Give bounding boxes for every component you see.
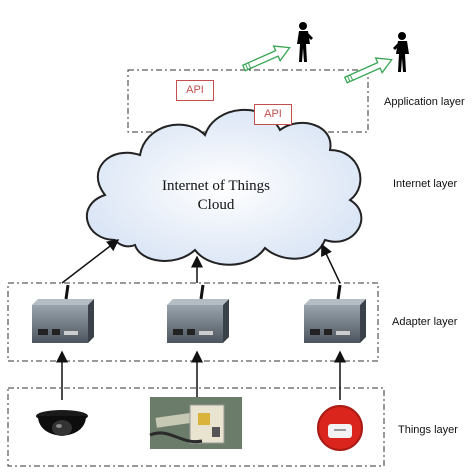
green-arrow-2	[343, 57, 393, 84]
api-box-1: API	[176, 80, 214, 101]
cloud-title-line-2: Cloud	[197, 197, 235, 213]
green-arrow-1	[241, 45, 291, 72]
iot-cloud	[85, 108, 363, 266]
api-box-2: API	[254, 104, 292, 125]
cloud-title: Internet of Things Cloud	[116, 177, 316, 215]
things-layer-box	[7, 387, 385, 467]
person-icon	[297, 22, 313, 62]
arrow-adapter-left-to-cloud	[61, 239, 120, 284]
gateway-device-icon	[167, 284, 229, 343]
arrow-adapter-right-to-cloud	[321, 243, 341, 284]
person-icon	[393, 32, 409, 72]
smoke-alarm-icon	[317, 405, 363, 451]
internet-layer-label: Internet layer	[393, 178, 458, 190]
cloud-title-line-1: Internet of Things	[161, 178, 271, 194]
api-label: API	[186, 84, 204, 96]
sensor-board-icon	[149, 397, 242, 449]
api-label: API	[264, 108, 282, 120]
adapter-layer-label: Adapter layer	[392, 316, 458, 328]
application-layer-label: Application layer	[384, 96, 465, 108]
gateway-device-icon	[32, 284, 94, 343]
dome-camera-icon	[36, 410, 88, 436]
gateway-device-icon	[304, 284, 366, 343]
things-layer-label: Things layer	[398, 424, 458, 436]
